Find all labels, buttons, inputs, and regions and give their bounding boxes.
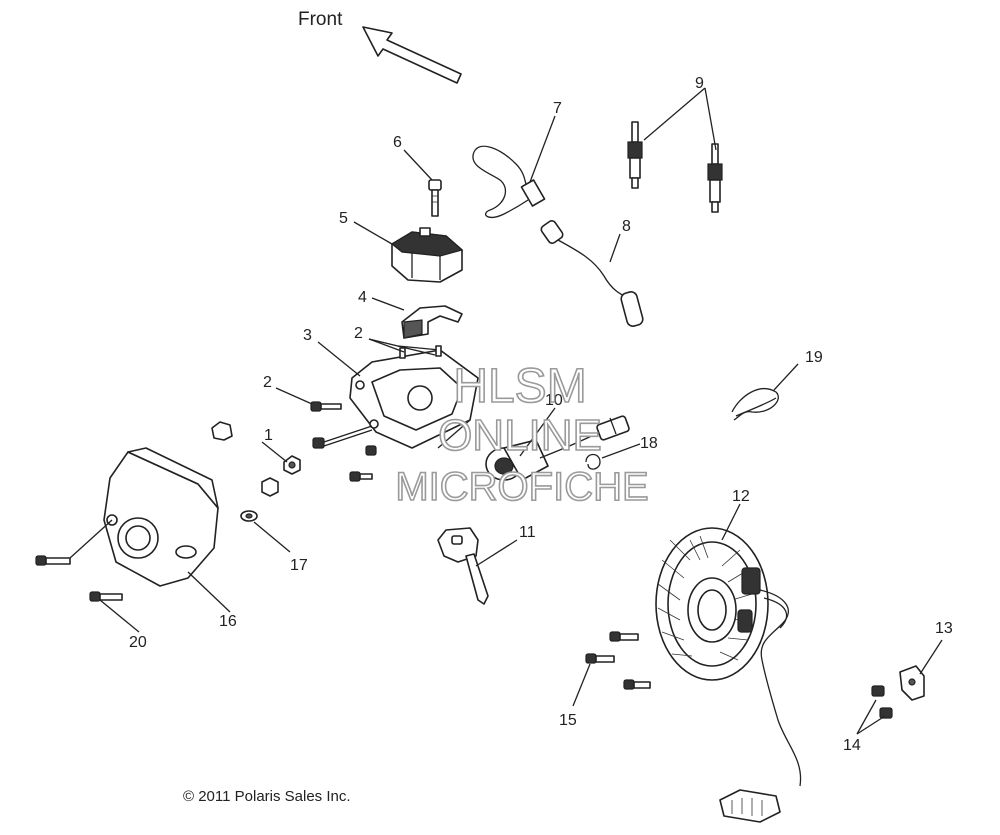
part-20-screw — [35, 555, 123, 602]
callout-11: 11 — [519, 524, 536, 541]
callout-9: 9 — [695, 75, 704, 92]
part-1-nut — [283, 455, 301, 475]
callout-18: 18 — [640, 435, 658, 452]
part-1-bolt-short — [349, 445, 377, 482]
part-3-mount-plate — [349, 345, 479, 449]
part-4-bracket — [401, 305, 463, 339]
callout-7: 7 — [553, 100, 562, 117]
part-9-spark-plug — [627, 121, 723, 213]
callout-5: 5 — [339, 210, 348, 227]
callout-8: 8 — [622, 218, 631, 235]
callout-10: 10 — [545, 392, 563, 409]
part-16-cover — [103, 447, 219, 587]
part-6-bolt — [428, 179, 442, 217]
callout-6: 6 — [393, 134, 402, 151]
callout-15: 15 — [559, 712, 577, 729]
callout-3: 3 — [303, 327, 312, 344]
part-19-cable-tie — [731, 388, 779, 421]
part-14-screw — [871, 685, 893, 719]
leader-lines — [69, 87, 943, 735]
part-15-screw — [585, 631, 651, 690]
part-10-ignition-switch — [485, 415, 630, 481]
callout-17: 17 — [290, 557, 308, 574]
front-arrow — [362, 26, 462, 84]
part-7-coil-lead — [472, 145, 546, 218]
front-label: Front — [298, 9, 343, 30]
part-18-clip — [585, 453, 601, 470]
watermark-line1: HLSM — [453, 360, 586, 413]
watermark-line3: MICROFICHE — [395, 465, 648, 509]
callout-2-pins: 2 — [354, 325, 363, 342]
watermark: HLSM ONLINE MICROFICHE — [395, 359, 650, 510]
callout-2-screw: 2 — [263, 374, 272, 391]
callout-4: 4 — [358, 289, 367, 306]
part-2-screw — [310, 401, 342, 412]
callout-14: 14 — [843, 737, 861, 754]
callout-19: 19 — [805, 349, 823, 366]
copyright-text: © 2011 Polaris Sales Inc. — [183, 788, 351, 805]
part-5-coil-module — [390, 227, 464, 283]
callout-13: 13 — [935, 620, 953, 637]
callout-12: 12 — [732, 488, 750, 505]
part-13-clip — [899, 665, 925, 701]
part-1-bolt-long — [312, 425, 373, 449]
part-12-stator — [655, 527, 802, 823]
part-8-plug-lead — [540, 219, 644, 327]
watermark-line2: ONLINE — [438, 411, 602, 460]
callout-20: 20 — [129, 634, 147, 651]
part-11-key — [437, 527, 489, 605]
callout-16: 16 — [219, 613, 237, 630]
callout-1: 1 — [264, 427, 273, 444]
part-17-grommet — [211, 421, 279, 522]
